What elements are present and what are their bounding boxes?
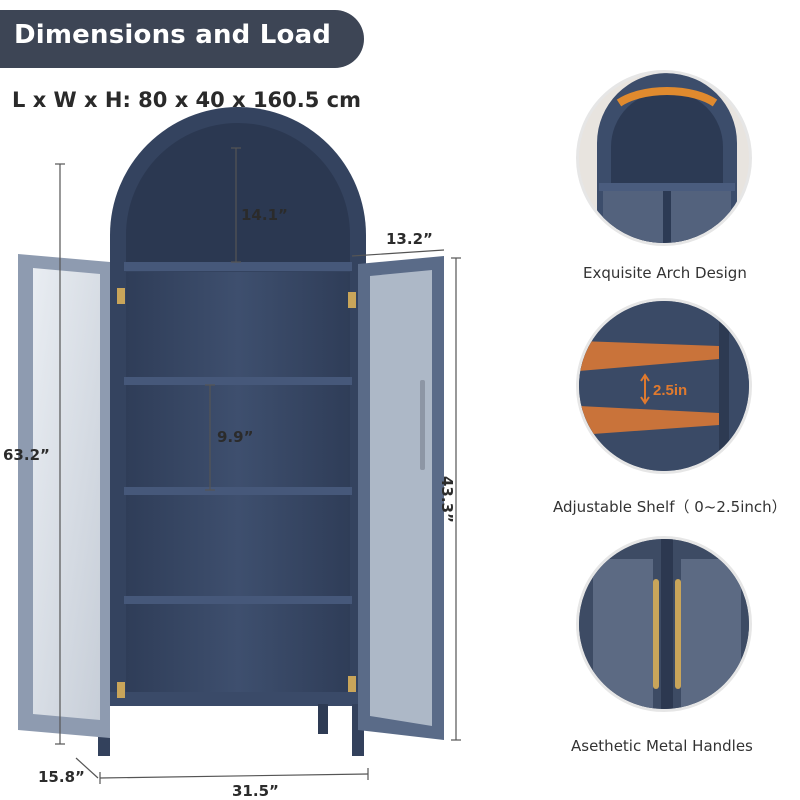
shelf-badge: 2.5in [653, 382, 687, 399]
depth-bottom-label: 15.8” [38, 768, 85, 786]
feature-title-arch: Exquisite Arch Design [583, 264, 747, 282]
depth-top-label: 13.2” [386, 230, 433, 248]
cabinet-arch-inner [126, 123, 350, 262]
right-door-handle [420, 380, 425, 470]
header-banner: Dimensions and Load [0, 10, 364, 68]
cabinet-base [108, 692, 368, 706]
page-title: Dimensions and Load [14, 20, 332, 50]
door-height-label: 43.3” [438, 476, 456, 523]
width-label: 31.5” [232, 782, 279, 800]
feature-title-shelf: Adjustable Shelf（ 0~2.5inch） [553, 498, 787, 516]
handle-closeup-image [576, 536, 752, 712]
shelf [124, 487, 352, 495]
arch-closeup-image [576, 70, 752, 246]
shelf [124, 377, 352, 385]
shelf-gap-label: 9.9” [217, 428, 254, 446]
left-door-glass [33, 268, 100, 720]
total-height-label: 63.2” [3, 446, 50, 464]
right-hinge [348, 676, 356, 692]
shelf [124, 596, 352, 604]
right-hinge [348, 292, 356, 308]
feature-title-handles: Asethetic Metal Handles [571, 737, 753, 755]
shelf [124, 262, 352, 271]
arch-height-label: 14.1” [241, 206, 288, 224]
shelf-closeup-image: 2.5in [576, 298, 752, 474]
left-hinge [117, 682, 125, 698]
cabinet-interior [126, 272, 350, 692]
dimensions-text: L x W x H: 80 x 40 x 160.5 cm [12, 88, 362, 112]
right-door-glass [370, 270, 432, 726]
left-hinge [117, 288, 125, 304]
cabinet-leg [318, 704, 328, 734]
